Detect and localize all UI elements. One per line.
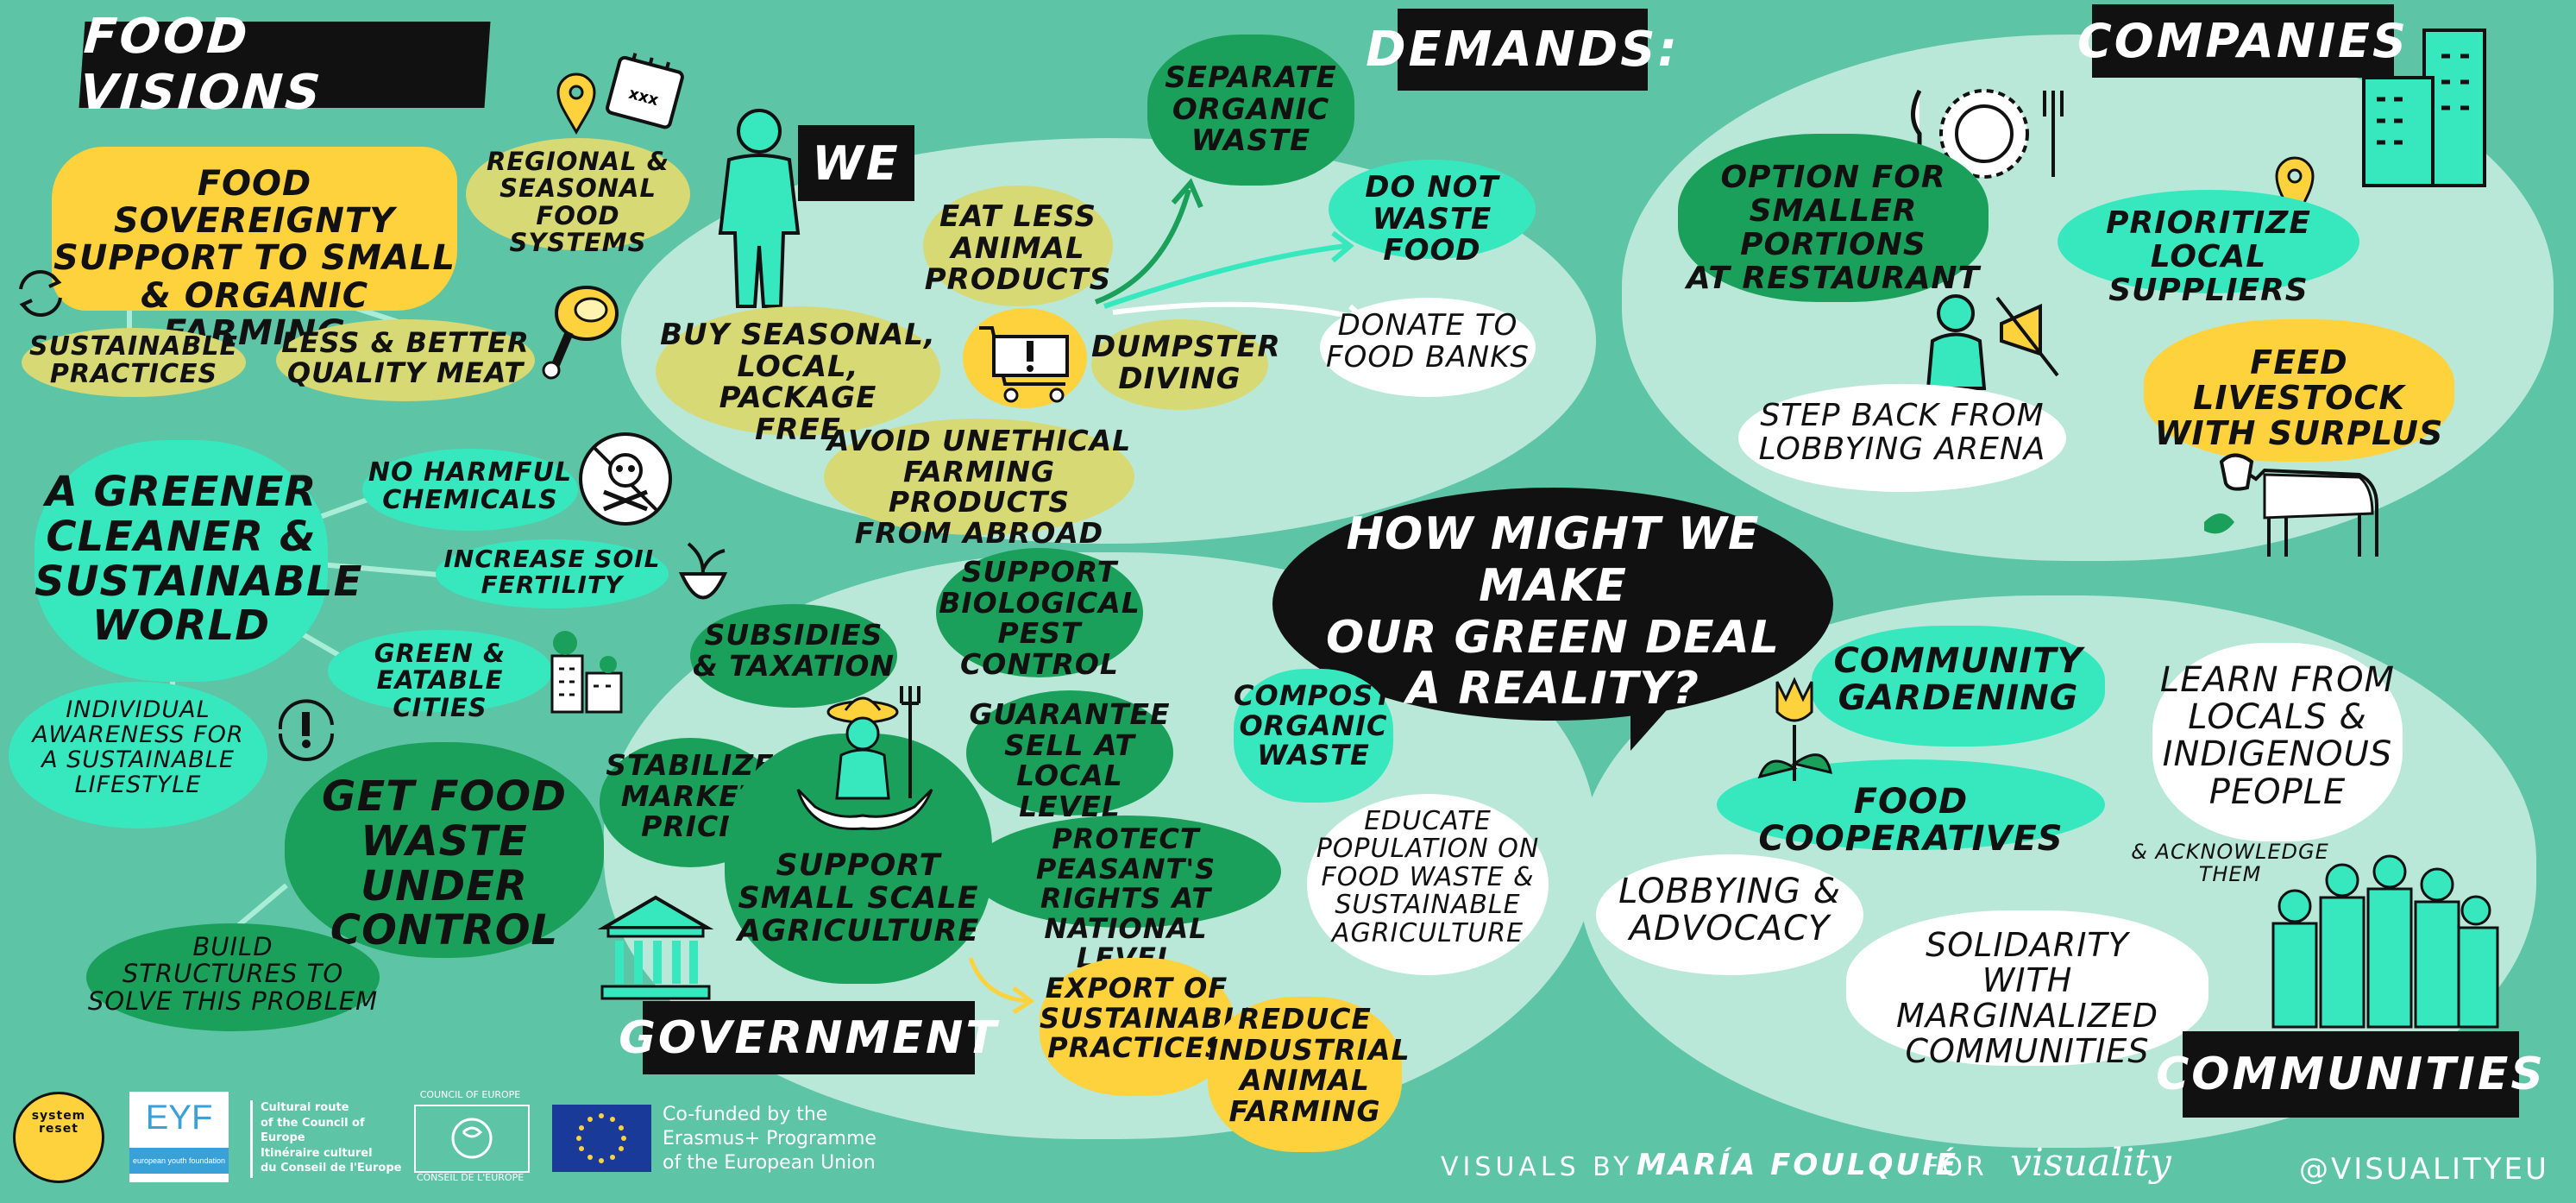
credit-handle: @VISUALITYEU (2299, 1152, 2549, 1187)
individual-awareness-label: INDIVIDUAL AWARENESS FOR A SUSTAINABLE L… (9, 682, 267, 828)
green-cities-label: GREEN & EATABLE CITIES (328, 630, 552, 721)
location-pin-icon (2275, 156, 2315, 224)
sustainable-practices-label: SUSTAINABLE PRACTICES (22, 328, 246, 397)
we-header: WE (798, 125, 914, 201)
cow-icon (2204, 453, 2378, 557)
companies-header: COMPANIES (2077, 4, 2406, 78)
system-reset-logo: system reset (13, 1092, 104, 1183)
coe-bottom-text: CONSEIL DE L'EUROPE (416, 1172, 525, 1183)
eu-stars-icon (576, 1113, 626, 1163)
coe-emblem-icon (451, 1118, 493, 1159)
speech-bubble (1272, 488, 1833, 751)
prioritize-local-label: PRIORITIZE LOCAL SUPPLIERS (2058, 190, 2359, 307)
tulip-icon (1757, 677, 1832, 781)
do-not-waste-label: DO NOT WASTE FOOD (1329, 160, 1536, 267)
lobbyist-megaphone-icon (1926, 294, 2059, 390)
community-gardening-label: COMMUNITY GARDENING (1812, 626, 2105, 746)
protect-peasants-label: PROTECT PEASANT'S RIGHTS AT NATIONAL LEV… (971, 816, 1281, 973)
greener-world-label: A GREENER CLEANER & SUSTAINABLE WORLD (35, 440, 361, 682)
credit-brand: visuality (2010, 1141, 2171, 1185)
no-harmful-chemicals-label: NO HARMFUL CHEMICALS (362, 449, 578, 531)
avoid-unethical-label: AVOID UNETHICAL FARMING PRODUCTS FROM AB… (824, 419, 1134, 548)
erasmus-text: Co-funded by the Erasmus+ Programme of t… (663, 1104, 876, 1175)
government-header: GOVERNMENT (619, 1001, 996, 1074)
separate-waste-label: SEPARATE ORGANIC WASTE (1147, 35, 1354, 186)
shopping-cart-icon (963, 308, 1087, 408)
people-crowd-icon (2271, 854, 2499, 1029)
council-of-europe-logo (414, 1105, 530, 1173)
food-cooperatives-label: FOOD COOPERATIVES (1717, 759, 2105, 858)
city-buildings-icon (550, 631, 623, 714)
regional-seasonal-label: REGIONAL & SEASONAL FOOD SYSTEMS (466, 138, 690, 256)
export-practices-label: EXPORT OF SUSTAINABLE PRACTICES (1040, 958, 1260, 1096)
food-visions-header: FOOD VISIONS (78, 9, 491, 121)
solidarity-label: SOLIDARITY WITH MARGINALIZED COMMUNITIES (1846, 910, 2208, 1069)
guarantee-sell-label: GUARANTEE SELL AT LOCAL LEVEL (966, 690, 1173, 822)
meat-leg-icon (542, 286, 619, 380)
reduce-industrial-label: REDUCE INDUSTRIAL ANIMAL FARMING (1208, 997, 1410, 1152)
learn-from-locals-label: LEARN FROM LOCALS & INDIGENOUS PEOPLE (2152, 643, 2403, 841)
subsidies-taxation-label: SUBSIDIES & TAXATION (690, 604, 897, 708)
credit-for: FOR (1924, 1152, 1988, 1182)
step-back-lobbying-label: STEP BACK FROM LOBBYING ARENA (1738, 384, 2066, 492)
farmer-hands-icon (796, 686, 933, 830)
credit-name: MARÍA FOULQUIÉ (1637, 1148, 1958, 1182)
cycle-arrows-icon (19, 270, 62, 317)
compost-waste-label: COMPOST ORGANIC WASTE (1234, 669, 1393, 803)
eat-less-animal-label: EAT LESS ANIMAL PRODUCTS (923, 186, 1113, 306)
eu-flag (552, 1105, 651, 1172)
eyf-logo: EYF european youth foundation (129, 1092, 229, 1182)
center-question: HOW MIGHT WE MAKE OUR GREEN DEAL A REALI… (1325, 508, 1781, 715)
calendar-icon: xxx (606, 53, 684, 129)
acknowledge-label: & ACKNOWLEDGE THEM (2131, 840, 2329, 886)
build-structures-label: BUILD STRUCTURES TO SOLVE THIS PROBLEM (86, 923, 380, 1031)
location-pin-icon (556, 72, 596, 135)
food-waste-control-label: GET FOOD WASTE UNDER CONTROL (285, 742, 604, 958)
soil-fertility-label: INCREASE SOIL FERTILITY (436, 539, 669, 608)
cultural-route-text: Cultural route of the Council of Europe … (261, 1101, 402, 1175)
feed-livestock-label: FEED LIVESTOCK WITH SURPLUS (2144, 319, 2454, 462)
communities-header: COMMUNITIES (2156, 1031, 2543, 1118)
dumpster-diving-label: DUMPSTER DIVING (1091, 319, 1280, 410)
educate-population-label: EDUCATE POPULATION ON FOOD WASTE & SUSTA… (1307, 794, 1549, 975)
food-sovereignty-label: FOOD SOVEREIGNTY SUPPORT TO SMALL & ORGA… (52, 147, 457, 351)
smaller-portions-label: OPTION FOR SMALLER PORTIONS AT RESTAURAN… (1678, 134, 1989, 302)
arrow-to-export (968, 957, 1035, 1015)
skull-crossbones-icon (579, 432, 672, 526)
cultural-route-divider (250, 1100, 253, 1178)
bio-pest-control-label: SUPPORT BIOLOGICAL PEST CONTROL (936, 548, 1143, 679)
plate-cutlery-icon (1911, 89, 2064, 179)
coe-top-text: COUNCIL OF EUROPE (419, 1089, 521, 1100)
less-better-meat-label: LESS & BETTER QUALITY MEAT (276, 319, 535, 401)
buy-seasonal-label: BUY SEASONAL, LOCAL, PACKAGE FREE (656, 306, 940, 446)
credit-prefix: VISUALS BY (1441, 1152, 1634, 1182)
small-scale-agriculture-label: SUPPORT SMALL SCALE AGRICULTURE (737, 848, 980, 948)
donate-food-banks-label: DONATE TO FOOD BANKS (1320, 298, 1536, 397)
person-icon (718, 109, 801, 308)
alert-cycle-icon (278, 699, 334, 761)
sprout-pot-icon (678, 542, 728, 600)
office-buildings-icon (2362, 28, 2486, 187)
government-building-icon (597, 895, 714, 1000)
lobbying-advocacy-label: LOBBYING & ADVOCACY (1596, 854, 1863, 975)
demands-header: DEMANDS: (1366, 9, 1677, 91)
